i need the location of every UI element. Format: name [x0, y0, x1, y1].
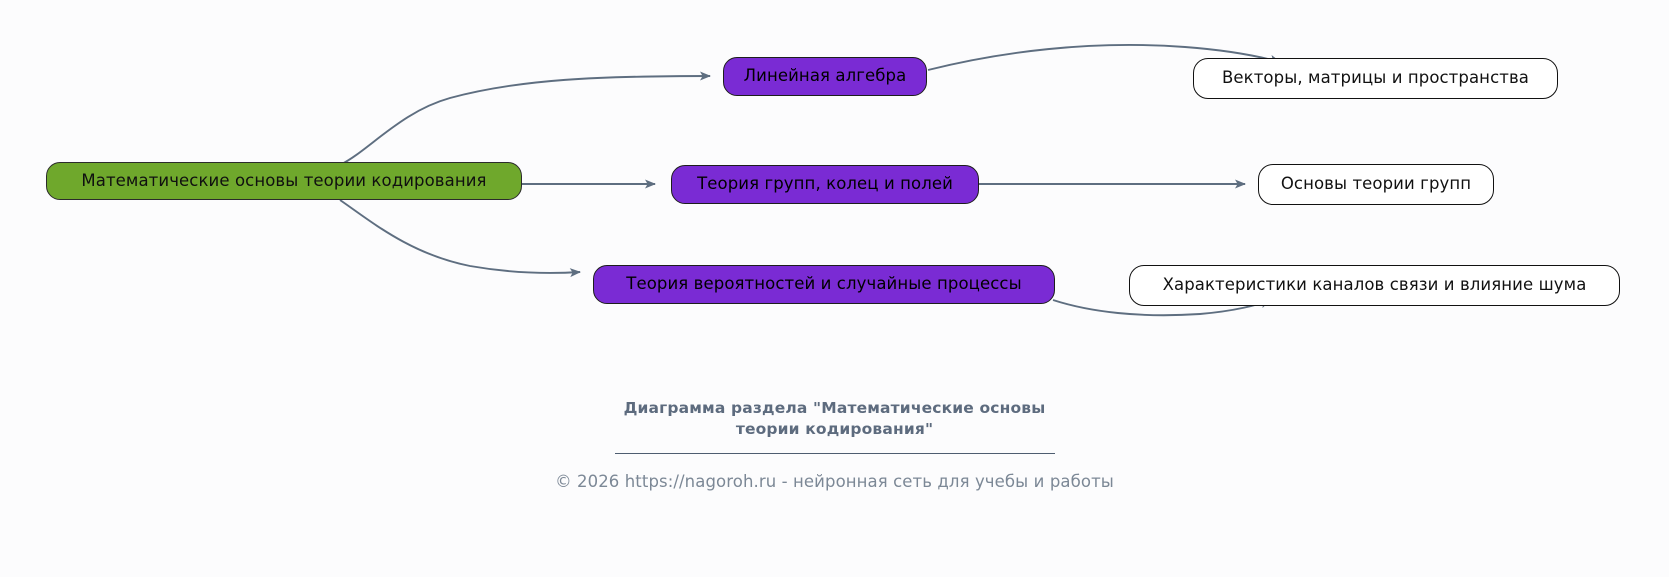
- node-label: Теория вероятностей и случайные процессы: [626, 274, 1022, 294]
- node-leaf-group-theory-basics[interactable]: Основы теории групп: [1258, 164, 1494, 205]
- node-label: Основы теории групп: [1280, 174, 1472, 194]
- edge-root-to-linear-algebra: [339, 71, 711, 166]
- node-label: Теория групп, колец и полей: [697, 174, 953, 194]
- edge-root-to-probability: [339, 199, 581, 278]
- diagram-caption: Диаграмма раздела "Математические основы…: [0, 398, 1669, 440]
- node-label: Математические основы теории кодирования: [81, 170, 487, 190]
- diagram-caption-line-2: теории кодирования": [735, 419, 934, 438]
- node-branch-linear-algebra[interactable]: Линейная алгебра: [723, 57, 927, 96]
- diagram-caption-line-1: Диаграмма раздела "Математические основы: [623, 399, 1046, 417]
- node-branch-probability-theory[interactable]: Теория вероятностей и случайные процессы: [593, 265, 1055, 304]
- node-leaf-channel-characteristics-noise[interactable]: Характеристики каналов связи и влияние ш…: [1129, 265, 1620, 306]
- footer-credit: © 2026 https://nagoroh.ru - нейронная се…: [555, 471, 1114, 491]
- node-root-math-foundations[interactable]: Математические основы теории кодирования: [46, 162, 522, 200]
- node-label: Линейная алгебра: [743, 66, 907, 86]
- caption-divider: [614, 452, 1055, 454]
- node-branch-group-ring-field-theory[interactable]: Теория групп, колец и полей: [671, 165, 979, 204]
- node-label: Характеристики каналов связи и влияние ш…: [1162, 275, 1587, 295]
- caption-block: Диаграмма раздела "Математические основы…: [0, 398, 1669, 491]
- node-label: Векторы, матрицы и пространства: [1221, 68, 1529, 88]
- node-leaf-vectors-matrices-spaces[interactable]: Векторы, матрицы и пространства: [1193, 58, 1558, 99]
- diagram-canvas: Математические основы теории кодирования…: [46, 44, 1620, 317]
